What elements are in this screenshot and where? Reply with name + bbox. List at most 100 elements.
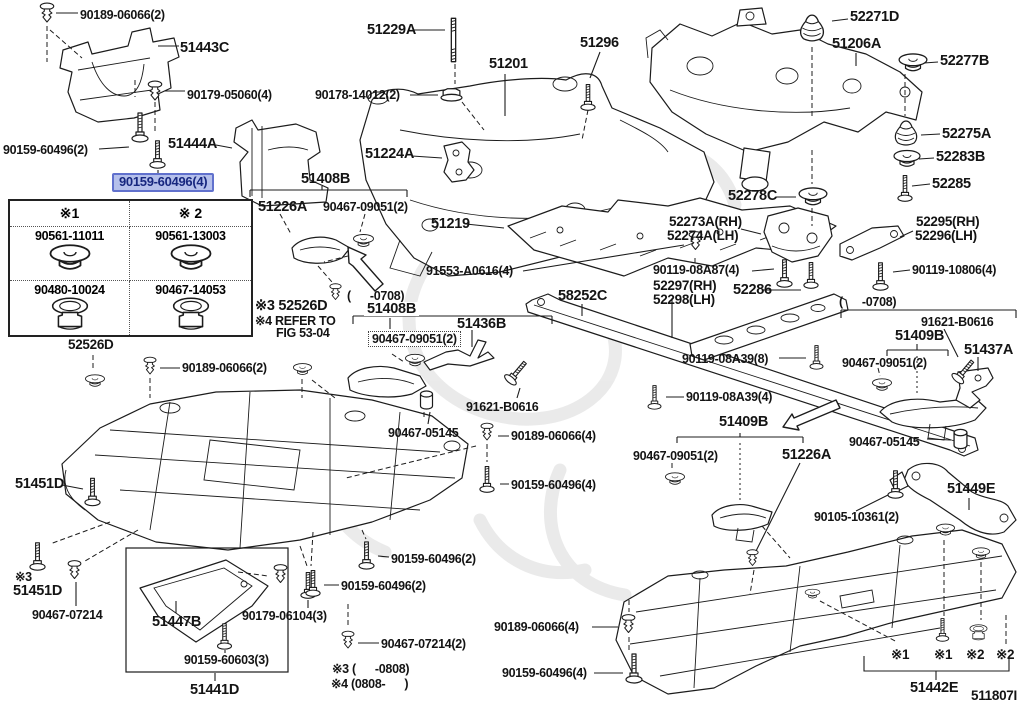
cover-51409B-center-drawing — [711, 504, 773, 543]
part-label[interactable]: 51226A — [258, 199, 307, 215]
part-label[interactable]: 91553-A0616(4) — [426, 264, 513, 278]
bolt-icon — [872, 262, 889, 291]
part-label[interactable]: ※3 52526D — [255, 298, 328, 314]
part-label[interactable]: 90159-60496(2) — [341, 579, 426, 593]
part-label[interactable]: 52286 — [733, 282, 772, 298]
part-label[interactable]: 58252C — [558, 288, 607, 304]
part-label[interactable]: 51451D — [15, 476, 64, 492]
note: ( -0708) — [347, 289, 405, 303]
part-label[interactable]: 51449E — [947, 481, 996, 497]
part-number: 90480-10024 — [34, 283, 105, 297]
part-label[interactable]: 90105-10361(2) — [814, 510, 899, 524]
part-label[interactable]: 51206A — [832, 36, 881, 52]
part-label[interactable]: 52277B — [940, 53, 989, 69]
part-label[interactable]: 51451D — [13, 583, 62, 599]
part-label[interactable]: 90467-07214 — [32, 608, 103, 622]
part-label[interactable]: 91621-B0616 — [918, 315, 997, 329]
table-cell[interactable]: 90467-14053 — [130, 281, 251, 335]
grommet-icon — [352, 233, 375, 248]
note: ( -0708) — [839, 295, 897, 309]
bolt-icon — [809, 345, 824, 370]
part-label[interactable]: 90119-08A39(8) — [682, 352, 769, 366]
part-label[interactable]: 90119-10806(4) — [912, 263, 997, 277]
part-label[interactable]: 90159-60496(4) — [502, 666, 587, 680]
part-label[interactable]: 90179-05060(4) — [187, 88, 272, 102]
part-label[interactable]: 90467-09051(2) — [633, 449, 718, 463]
part-label[interactable]: 51226A — [782, 447, 831, 463]
part-label[interactable]: 51442E — [910, 680, 959, 696]
part-label[interactable]: 52275A — [942, 126, 991, 142]
part-label[interactable]: 90119-08A39(4) — [686, 390, 773, 404]
part-label[interactable]: 52278C — [728, 188, 777, 204]
screw-icon — [29, 542, 46, 571]
part-label[interactable]: 52274A(LH) — [667, 228, 739, 243]
support-bar-51449E-drawing — [889, 462, 1017, 535]
part-label[interactable]: 51408B — [364, 302, 419, 316]
grommet-icon — [84, 374, 106, 387]
part-label[interactable]: 52298(LH) — [653, 292, 715, 307]
part-label[interactable]: 52271D — [850, 9, 899, 25]
grommet-icon — [47, 243, 93, 273]
part-label[interactable]: 90179-06104(3) — [242, 609, 327, 623]
clip-icon — [746, 549, 759, 567]
bolt-icon — [647, 385, 662, 410]
grommet-icon — [871, 378, 893, 391]
part-label[interactable]: 51444A — [168, 136, 217, 152]
screw-icon — [935, 617, 950, 642]
grommet-icon — [168, 243, 214, 273]
table-caption: 52526D — [68, 337, 114, 352]
table-header-1: ※1 — [10, 201, 130, 227]
part-label[interactable]: 51219 — [431, 216, 470, 232]
part-label[interactable]: 51441D — [190, 682, 239, 698]
part-label[interactable]: 52295(RH) — [916, 214, 980, 229]
part-label[interactable]: 90467-09051(2) — [842, 356, 927, 370]
part-label[interactable]: 51408B — [301, 171, 350, 187]
part-label[interactable]: 90467-09051(2) — [323, 200, 408, 214]
part-label[interactable]: 90467-07214(2) — [381, 637, 466, 651]
part-label[interactable]: 91621-B0616 — [466, 400, 539, 414]
part-label[interactable]: 52285 — [932, 176, 971, 192]
part-label[interactable]: 90189-06066(2) — [182, 361, 267, 375]
part-label[interactable]: 51296 — [580, 35, 619, 51]
part-label[interactable]: 52283B — [936, 149, 985, 165]
part-label[interactable]: 51437A — [964, 342, 1013, 358]
screw-icon — [479, 465, 495, 493]
note: ※1 — [934, 647, 953, 662]
bolt-icon — [776, 259, 793, 288]
part-label[interactable]: 90159-60496(4) — [511, 478, 596, 492]
part-label[interactable]: 90178-14012(2) — [315, 88, 400, 102]
part-label[interactable]: 90189-06066(2) — [80, 8, 165, 22]
part-label[interactable]: 51447B — [152, 614, 201, 630]
part-label[interactable]: 90159-60603(3) — [184, 653, 269, 667]
table-cell[interactable]: 90561-11011 — [10, 227, 130, 281]
screw-icon — [149, 140, 166, 169]
part-label[interactable]: 90189-06066(4) — [511, 429, 596, 443]
front-cover-51443C-drawing — [59, 27, 180, 123]
spare-cover-51447B-drawing — [125, 547, 289, 673]
part-label[interactable]: 90159-60496(2) — [3, 143, 88, 157]
part-label[interactable]: 52273A(RH) — [669, 214, 742, 229]
part-label[interactable]: 51201 — [489, 56, 528, 72]
part-label[interactable]: 90467-09051(2) — [368, 331, 461, 347]
part-label[interactable]: 90467-05145 — [388, 426, 459, 440]
part-label[interactable]: 90119-08A87(4) — [653, 263, 740, 277]
highlighted-part-label[interactable]: 90159-60496(4) — [112, 173, 215, 192]
part-label[interactable]: 51224A — [365, 146, 414, 162]
part-label[interactable]: 51409B — [719, 414, 768, 430]
part-label[interactable]: 52297(RH) — [653, 278, 717, 293]
part-label[interactable]: 90189-06066(4) — [494, 620, 579, 634]
table-cell[interactable]: 90561-13003 — [130, 227, 251, 281]
bracket-51226A-left-drawing — [291, 236, 351, 264]
part-label[interactable]: 90159-60496(2) — [391, 552, 476, 566]
figure-code: 511807I — [971, 688, 1017, 703]
part-label[interactable]: 51229A — [367, 22, 416, 38]
part-label[interactable]: 90467-05145 — [849, 435, 920, 449]
part-label[interactable]: 51409B — [895, 328, 944, 344]
table-cell[interactable]: 90480-10024 — [10, 281, 130, 335]
retainer-icon — [798, 187, 828, 206]
part-label[interactable]: 51436B — [457, 316, 506, 332]
part-label[interactable]: 51443C — [180, 40, 229, 56]
collar-icon — [419, 390, 434, 410]
part-label[interactable]: 52296(LH) — [915, 228, 977, 243]
